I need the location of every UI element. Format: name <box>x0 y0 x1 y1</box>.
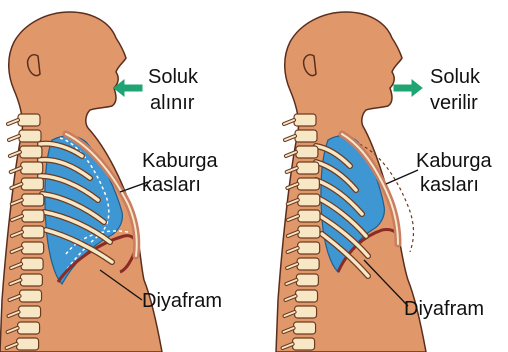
inhale-diaphragm-label: Diyafram <box>142 290 222 313</box>
exhale-muscle-label-line2: kasları <box>420 174 479 197</box>
vertebra <box>294 322 316 334</box>
vertebra <box>21 162 43 174</box>
vertebra <box>298 194 320 206</box>
vertebra <box>298 226 320 238</box>
vertebra <box>295 130 317 142</box>
vertebra <box>20 290 42 302</box>
vertebra <box>298 210 320 222</box>
inhale-muscle-label-line2: kasları <box>142 174 201 197</box>
vertebra <box>18 114 40 126</box>
vertebra <box>18 322 40 334</box>
vertebra <box>298 242 320 254</box>
exhale-arrow-icon <box>394 80 422 96</box>
vertebra <box>293 338 315 350</box>
vertebra <box>296 274 318 286</box>
vertebra <box>19 306 41 318</box>
vertebra <box>20 274 42 286</box>
vertebra <box>294 114 316 126</box>
vertebra <box>297 258 319 270</box>
inhale-breath-label-line2: alınır <box>150 92 194 115</box>
exhale-breath-label-line1: Soluk <box>430 66 480 89</box>
vertebra <box>21 258 43 270</box>
exhale-diaphragm-label: Diyafram <box>404 298 484 321</box>
vertebra <box>19 130 41 142</box>
vertebra <box>20 146 42 158</box>
inhale-breath-label-line1: Soluk <box>148 66 198 89</box>
inhale-muscle-label-line1: Kaburga <box>142 150 218 173</box>
vertebra <box>297 178 319 190</box>
vertebra <box>22 210 44 222</box>
vertebra <box>22 242 44 254</box>
inhale-figure <box>0 12 162 352</box>
vertebra <box>297 162 319 174</box>
vertebra <box>296 146 318 158</box>
vertebra <box>22 194 44 206</box>
exhale-muscle-label-line1: Kaburga <box>416 150 492 173</box>
vertebra <box>17 338 39 350</box>
exhale-breath-label-line2: verilir <box>430 92 478 115</box>
vertebra <box>22 226 44 238</box>
vertebra <box>21 178 43 190</box>
vertebra <box>296 290 318 302</box>
vertebra <box>295 306 317 318</box>
